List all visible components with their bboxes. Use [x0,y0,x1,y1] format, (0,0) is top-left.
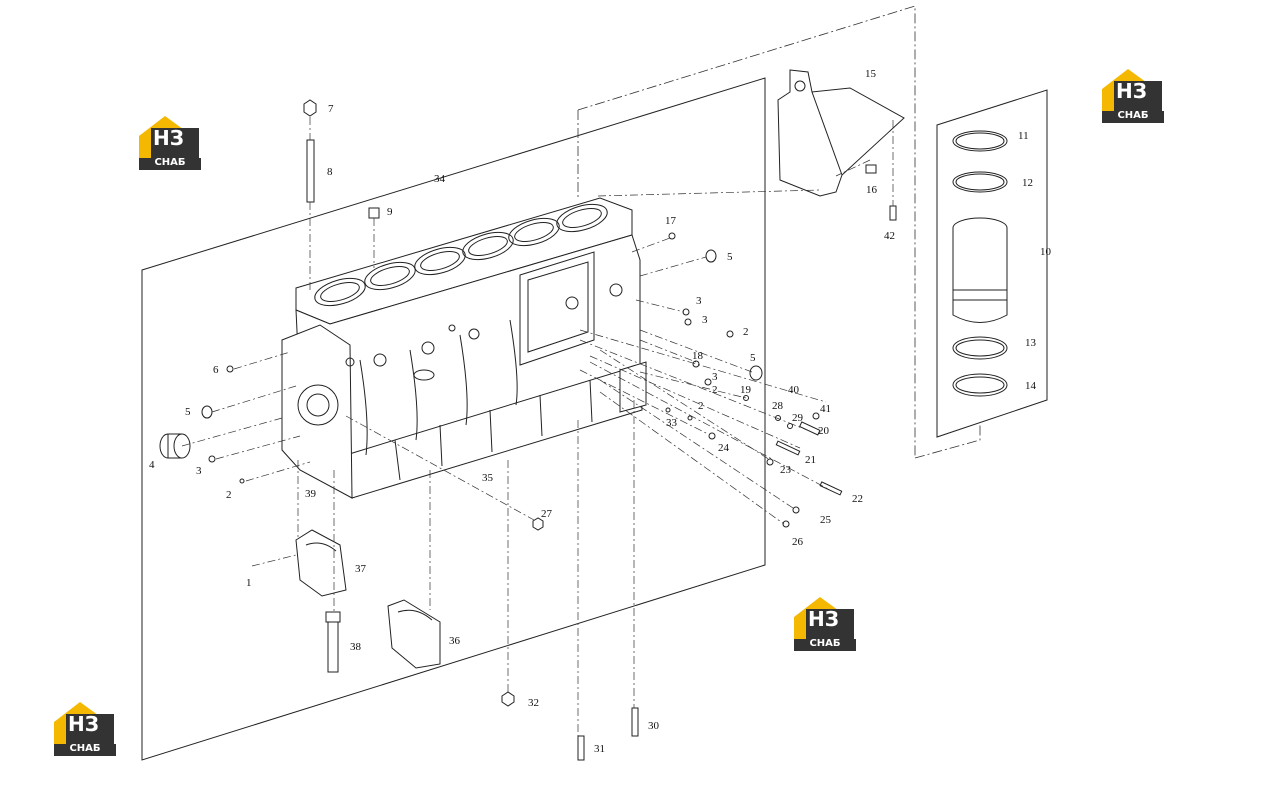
callout-17: 17 [665,215,677,227]
callout-19: 19 [740,384,752,396]
callout-4: 4 [149,459,155,471]
logo-bottom-text: СНАБ [69,743,101,754]
callout-22: 22 [852,493,863,505]
logo-top-text: НЗ [1116,79,1147,103]
callout-2: 2 [226,489,232,501]
callout-21: 21 [805,454,816,466]
nz-snab-logo: НЗ СНАБ [1102,67,1164,127]
cup-plug-4 [159,433,191,459]
callout-39: 39 [305,488,317,500]
callout-42: 42 [884,230,895,242]
callout-34: 34 [434,173,446,185]
logo-top-text: НЗ [68,712,99,736]
callout-3: 3 [702,314,708,326]
callout-18: 18 [692,350,704,362]
callout-14: 14 [1025,380,1037,392]
callouts: 1 2 2 2 2 3 3 3 3 4 5 5 5 6 7 8 9 10 11 … [149,68,1052,755]
callout-37: 37 [355,563,367,575]
callout-30: 30 [648,720,660,732]
callout-38: 38 [350,641,362,653]
callout-20: 20 [818,425,830,437]
bolt-42 [889,205,897,221]
callout-3: 3 [196,465,202,477]
seal-5-left [201,405,213,419]
callout-40: 40 [788,384,800,396]
cylinder-bores [314,203,608,307]
callout-11: 11 [1018,130,1029,142]
callout-9: 9 [387,206,393,218]
callout-41: 41 [820,403,831,415]
callout-32: 32 [528,697,539,709]
right-fasteners [208,232,843,528]
logo-top-text: НЗ [153,126,184,150]
callout-29: 29 [792,412,804,424]
bolt-31 [577,735,585,761]
nut-27 [532,517,544,531]
callout-1: 1 [246,577,252,589]
callout-35: 35 [482,472,494,484]
logo-top-text: НЗ [808,607,839,631]
callout-5: 5 [185,406,191,418]
callout-25: 25 [820,514,832,526]
nut-7 [303,99,317,117]
seal-5-top [705,249,717,263]
callout-16: 16 [866,184,878,196]
callout-3: 3 [696,295,702,307]
seal-5-right [749,365,763,381]
callout-6: 6 [213,364,219,376]
callout-15: 15 [865,68,877,80]
liner-frame [936,89,1048,438]
callout-23: 23 [780,464,792,476]
plug-9 [368,207,380,219]
callout-10: 10 [1040,246,1052,258]
callout-27: 27 [541,508,553,520]
nut-32 [501,691,515,707]
assembly-frame [141,77,766,761]
rear-frame-dashdot [577,5,916,458]
bolt-30 [631,707,639,737]
callout-36: 36 [449,635,461,647]
bolt-16 [865,164,877,174]
callout-7: 7 [328,103,334,115]
bracket-15 [777,69,905,197]
block-holes [345,283,623,381]
stud-8 [306,139,315,203]
nz-snab-logo: НЗ СНАБ [139,114,201,174]
nz-snab-logo: НЗ СНАБ [54,700,116,760]
callout-12: 12 [1022,177,1033,189]
callout-2: 2 [698,400,704,412]
callout-5: 5 [750,352,756,364]
callout-24: 24 [718,442,730,454]
callout-28: 28 [772,400,784,412]
callout-13: 13 [1025,337,1037,349]
engine-block [281,197,647,499]
logo-bottom-text: СНАБ [1117,110,1149,121]
logo-bottom-text: СНАБ [154,157,186,168]
callout-5: 5 [727,251,733,263]
callout-2: 2 [743,326,749,338]
logo-bottom-text: СНАБ [809,638,841,649]
callout-26: 26 [792,536,804,548]
bearing-cap-37 [295,529,347,597]
leader-lines [181,117,894,736]
bearing-cap-36 [387,599,441,669]
liner-parts [952,130,1008,397]
nz-snab-logo: НЗ СНАБ [794,595,856,655]
bolt-38 [325,611,341,673]
callout-2: 2 [712,384,718,396]
callout-31: 31 [594,743,605,755]
callout-3: 3 [712,371,718,383]
callout-33: 33 [666,417,678,429]
callout-8: 8 [327,166,333,178]
